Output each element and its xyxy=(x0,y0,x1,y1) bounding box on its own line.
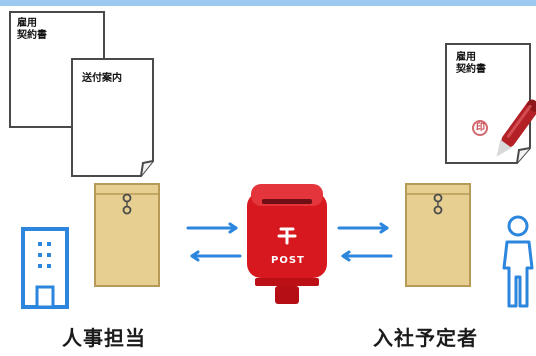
seal-text: 印 xyxy=(476,123,486,133)
seal-mark xyxy=(472,120,488,136)
cover-letter-label: 送付案内 xyxy=(82,73,122,84)
envelope-icon-left xyxy=(94,183,160,287)
signed-contract-label: 雇用 契約書 xyxy=(456,52,486,75)
building-icon xyxy=(21,227,69,309)
pen-icon xyxy=(496,99,536,157)
arrows-right-group xyxy=(337,222,393,262)
new-hire-role-label: 入社予定者 xyxy=(373,326,478,350)
mailbox-label: POST xyxy=(271,255,305,266)
hr-role-label: 人事担当 xyxy=(62,326,146,350)
document-stack-left: 雇用 契約書 送付案内 xyxy=(8,10,163,180)
cover-letter-document-icon xyxy=(71,58,154,177)
mailbox-icon xyxy=(247,184,327,304)
person-icon xyxy=(502,215,534,308)
contract-document-label: 雇用 契約書 xyxy=(17,18,47,41)
arrows-left-group xyxy=(186,222,242,262)
signed-contract-group: 雇用 契約書 印 xyxy=(444,42,536,172)
top-divider xyxy=(0,0,536,6)
envelope-icon-right xyxy=(405,183,471,287)
